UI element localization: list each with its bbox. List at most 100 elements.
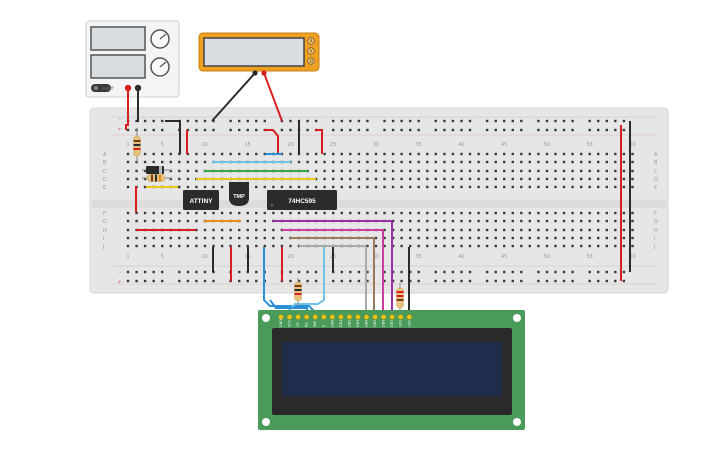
- breadboard-hole[interactable]: [571, 119, 574, 123]
- breadboard-hole[interactable]: [323, 177, 326, 181]
- breadboard-hole[interactable]: [409, 119, 412, 123]
- breadboard-hole[interactable]: [169, 177, 172, 181]
- breadboard-hole[interactable]: [374, 185, 378, 189]
- breadboard-hole[interactable]: [571, 279, 574, 283]
- breadboard-hole[interactable]: [391, 177, 395, 181]
- breadboard-hole[interactable]: [220, 152, 224, 156]
- breadboard-hole[interactable]: [545, 236, 549, 240]
- breadboard-hole[interactable]: [494, 152, 497, 156]
- breadboard-hole[interactable]: [494, 219, 497, 223]
- breadboard-hole[interactable]: [597, 228, 600, 232]
- breadboard-hole[interactable]: [178, 185, 181, 189]
- breadboard-hole[interactable]: [332, 119, 335, 123]
- breadboard-hole[interactable]: [400, 160, 403, 164]
- breadboard-hole[interactable]: [588, 169, 591, 173]
- breadboard-hole[interactable]: [545, 279, 549, 283]
- breadboard-hole[interactable]: [366, 244, 369, 248]
- breadboard-hole[interactable]: [135, 211, 138, 215]
- breadboard-hole[interactable]: [468, 244, 472, 248]
- breadboard-hole[interactable]: [494, 244, 497, 248]
- breadboard-hole[interactable]: [571, 185, 574, 189]
- breadboard-hole[interactable]: [528, 236, 531, 240]
- breadboard-hole[interactable]: [212, 185, 215, 189]
- breadboard-hole[interactable]: [340, 270, 343, 274]
- breadboard-hole[interactable]: [571, 128, 574, 132]
- breadboard-hole[interactable]: [443, 244, 446, 248]
- breadboard-hole[interactable]: [597, 119, 600, 123]
- breadboard-hole[interactable]: [263, 119, 266, 123]
- breadboard-hole[interactable]: [195, 211, 198, 215]
- breadboard-hole[interactable]: [314, 270, 318, 274]
- breadboard-hole[interactable]: [614, 211, 617, 215]
- breadboard-hole[interactable]: [477, 169, 480, 173]
- breadboard-hole[interactable]: [580, 169, 583, 173]
- breadboard-hole[interactable]: [374, 169, 378, 173]
- breadboard-hole[interactable]: [323, 185, 326, 189]
- breadboard-hole[interactable]: [554, 169, 557, 173]
- breadboard-hole[interactable]: [511, 219, 514, 223]
- breadboard-hole[interactable]: [280, 211, 284, 215]
- breadboard-hole[interactable]: [477, 211, 480, 215]
- breadboard-hole[interactable]: [537, 169, 540, 173]
- breadboard-hole[interactable]: [503, 177, 506, 181]
- breadboard-hole[interactable]: [409, 160, 412, 164]
- breadboard-hole[interactable]: [409, 152, 412, 156]
- breadboard-hole[interactable]: [614, 219, 617, 223]
- breadboard-hole[interactable]: [238, 279, 241, 283]
- breadboard-hole[interactable]: [451, 152, 455, 156]
- breadboard-hole[interactable]: [545, 128, 549, 132]
- breadboard-hole[interactable]: [246, 219, 249, 223]
- breadboard-hole[interactable]: [597, 152, 600, 156]
- breadboard-hole[interactable]: [511, 169, 514, 173]
- breadboard-hole[interactable]: [391, 119, 395, 123]
- shift-register-chip[interactable]: 74HC595: [267, 190, 337, 210]
- breadboard-hole[interactable]: [494, 211, 497, 215]
- breadboard-hole[interactable]: [562, 244, 566, 248]
- breadboard-hole[interactable]: [366, 279, 369, 283]
- breadboard-hole[interactable]: [443, 228, 446, 232]
- breadboard-hole[interactable]: [614, 279, 617, 283]
- breadboard-hole[interactable]: [434, 119, 437, 123]
- breadboard-hole[interactable]: [332, 279, 335, 283]
- breadboard-hole[interactable]: [306, 160, 309, 164]
- breadboard-hole[interactable]: [255, 244, 258, 248]
- breadboard-hole[interactable]: [280, 228, 284, 232]
- breadboard-hole[interactable]: [460, 169, 463, 173]
- breadboard-hole[interactable]: [460, 160, 463, 164]
- breadboard-hole[interactable]: [143, 177, 147, 181]
- breadboard-hole[interactable]: [178, 279, 181, 283]
- breadboard-hole[interactable]: [314, 279, 318, 283]
- breadboard-hole[interactable]: [400, 152, 403, 156]
- breadboard-hole[interactable]: [340, 119, 343, 123]
- breadboard-hole[interactable]: [545, 169, 549, 173]
- breadboard-hole[interactable]: [477, 185, 480, 189]
- breadboard-hole[interactable]: [426, 219, 429, 223]
- wire-rail-vcc-2[interactable]: [264, 129, 279, 154]
- breadboard-hole[interactable]: [434, 211, 437, 215]
- breadboard-hole[interactable]: [255, 185, 258, 189]
- breadboard-hole[interactable]: [417, 119, 420, 123]
- breadboard-hole[interactable]: [161, 244, 164, 248]
- breadboard-hole[interactable]: [289, 279, 292, 283]
- breadboard-hole[interactable]: [485, 244, 489, 248]
- breadboard-hole[interactable]: [580, 228, 583, 232]
- breadboard-hole[interactable]: [383, 160, 386, 164]
- breadboard-hole[interactable]: [246, 128, 249, 132]
- breadboard-hole[interactable]: [468, 270, 472, 274]
- breadboard-hole[interactable]: [126, 211, 130, 215]
- breadboard-hole[interactable]: [323, 169, 326, 173]
- breadboard-hole[interactable]: [186, 244, 190, 248]
- breadboard-hole[interactable]: [246, 279, 249, 283]
- breadboard-hole[interactable]: [126, 219, 130, 223]
- breadboard-hole[interactable]: [562, 211, 566, 215]
- breadboard-hole[interactable]: [152, 128, 155, 132]
- breadboard-hole[interactable]: [554, 236, 557, 240]
- multimeter-button-amps[interactable]: [307, 37, 315, 45]
- breadboard-hole[interactable]: [391, 219, 395, 223]
- breadboard-hole[interactable]: [434, 128, 437, 132]
- breadboard-hole[interactable]: [588, 236, 591, 240]
- breadboard-hole[interactable]: [571, 152, 574, 156]
- breadboard-hole[interactable]: [597, 185, 600, 189]
- breadboard-hole[interactable]: [126, 128, 130, 132]
- breadboard-hole[interactable]: [238, 228, 241, 232]
